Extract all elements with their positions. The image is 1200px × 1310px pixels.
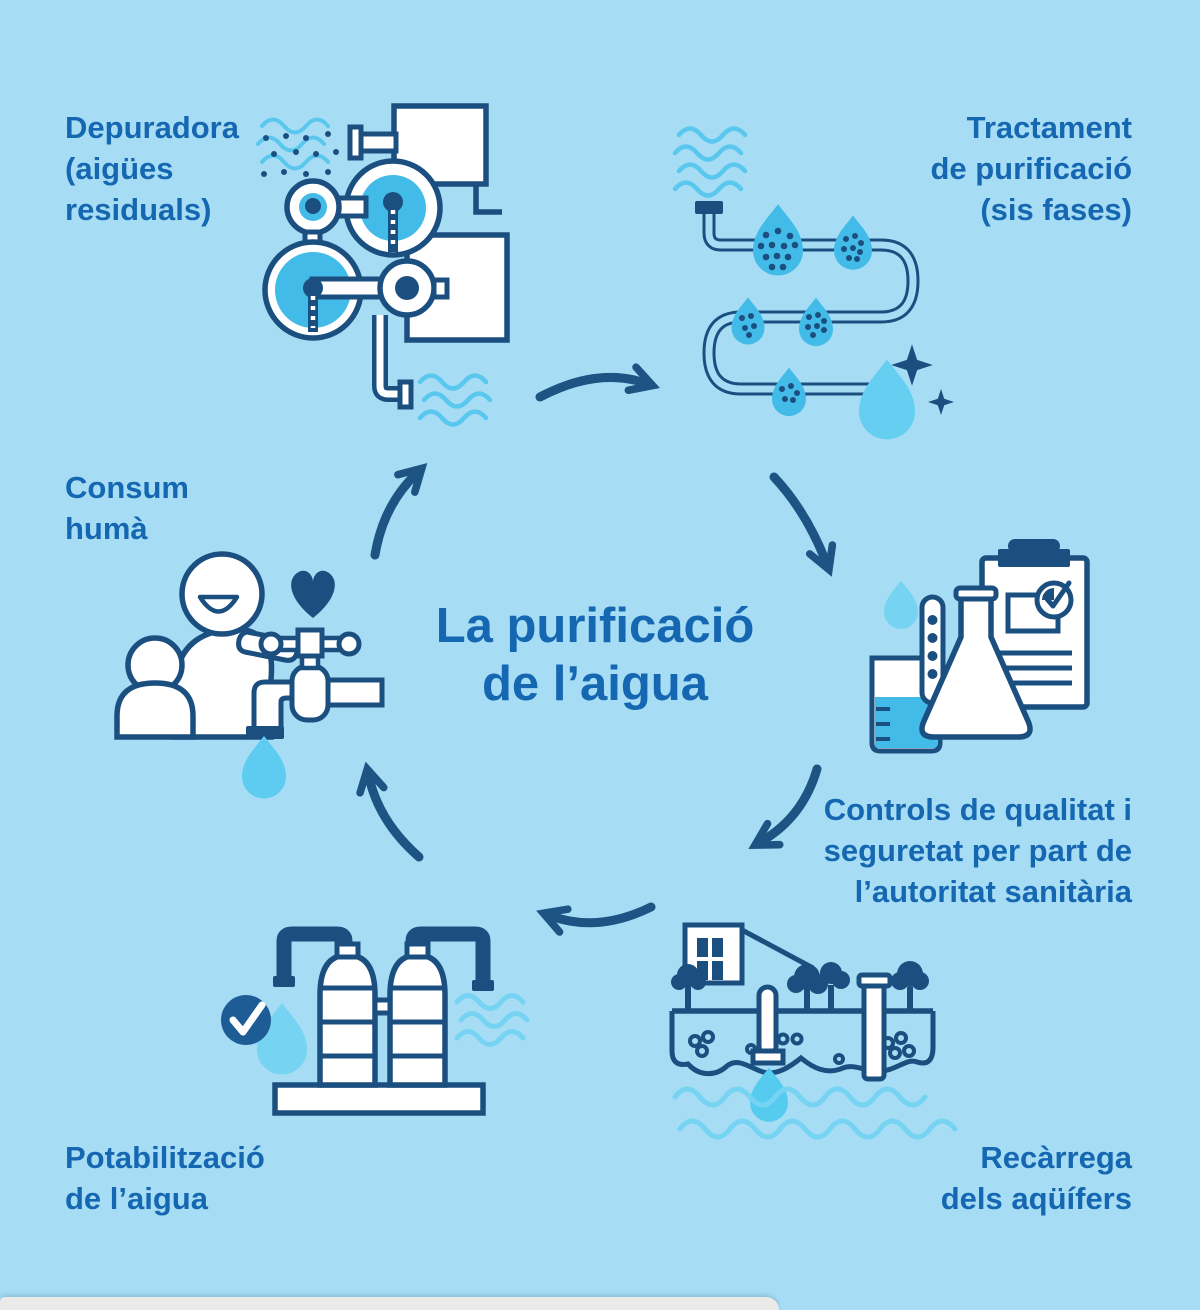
wastewater-plant-icon [256, 103, 510, 435]
human-consumption-icon [114, 551, 385, 799]
check-icon [229, 1001, 266, 1036]
label-depuradora: Depuradora (aigües residuals) [65, 110, 239, 227]
smile-icon [197, 594, 240, 614]
infographic-title: La purificació de l’aigua [435, 599, 755, 711]
dirty-water-waves-icon [256, 117, 330, 171]
clean-water-waves-icon [420, 376, 490, 425]
heart-icon [291, 570, 335, 618]
water-drop-icon [750, 1067, 788, 1122]
label-recarrega: Recàrrega dels aqüífers [940, 1140, 1132, 1216]
cycle-arrow [535, 363, 661, 402]
monitoring-well-icon [861, 980, 887, 1082]
bottom-overlay-bar [0, 1297, 779, 1310]
label-consum: Consum humà [65, 470, 189, 546]
water-waves-icon [457, 996, 527, 1045]
adult-head-icon [179, 551, 265, 637]
soil-section-icon [669, 1011, 936, 1077]
trees-icon [671, 961, 929, 1011]
check-icon [1044, 580, 1072, 609]
aquifer-recharge-icon [669, 922, 958, 1140]
groundwater-waves-icon [672, 1086, 958, 1140]
label-tractament: Tractament de purificació (sis fases) [930, 110, 1132, 227]
purification-pipeline-icon [655, 115, 954, 440]
label-controls: Controls de qualitat i seguretat per par… [823, 792, 1132, 909]
cycle-arrow [748, 764, 822, 849]
quality-control-lab-icon [869, 539, 1090, 754]
potabilization-tanks-icon [221, 926, 540, 1116]
water-drop-icon [884, 580, 918, 630]
cycle-arrow [536, 902, 656, 936]
faucet-icon [246, 627, 385, 739]
water-waves-icon [675, 129, 745, 196]
label-potabilitzacio: Potabilització de l’aigua [65, 1140, 265, 1216]
water-drop-icon [242, 735, 286, 799]
flask-icon [919, 592, 1033, 740]
injection-well-icon [756, 984, 779, 1058]
cycle-arrow [769, 472, 837, 577]
